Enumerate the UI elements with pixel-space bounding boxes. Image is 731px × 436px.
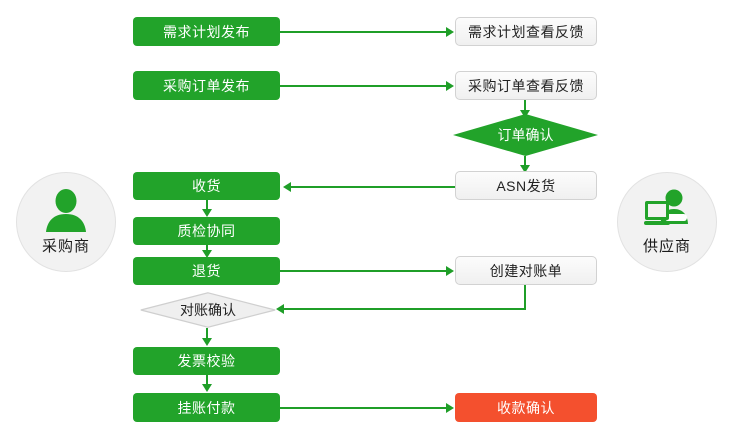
node-label: 需求计划查看反馈 [468,23,584,40]
node-invoice-verify[interactable]: 发票校验 [133,347,280,375]
node-po-feedback[interactable]: 采购订单查看反馈 [455,71,597,100]
actor-label: 采购商 [41,238,90,255]
node-label: 收货 [192,178,221,194]
edge-statement-to-confirm-arrow [276,304,284,314]
edge-demand-plan [280,31,446,33]
edge-return-to-statement-arrow [446,266,454,276]
edge-statement-elbow-h [284,308,526,310]
diamond-shape-icon [140,292,276,328]
edge-po-to-confirm-arrow [520,110,530,118]
node-create-statement[interactable]: 创建对账单 [455,256,597,285]
edge-asn-to-receipt-arrow [283,182,291,192]
edge-quality-to-return-arrow [202,250,212,258]
node-label: 发票校验 [177,353,236,369]
edge-payment-to-receipt [280,407,446,409]
edge-receipt-to-quality [206,200,208,212]
node-label: 收款确认 [497,399,555,416]
person-at-computer-icon [644,189,688,225]
node-quality-collab[interactable]: 质检协同 [133,217,280,245]
node-goods-receipt[interactable]: 收货 [133,172,280,200]
edge-payment-to-receipt-arrow [446,403,454,413]
edge-confirm-to-invoice-arrow [202,338,212,346]
node-label: 对账确认 [180,302,236,318]
edge-quality-to-return [206,245,208,254]
edge-receipt-to-quality-arrow [202,209,212,217]
node-label: 挂账付款 [177,399,236,416]
edge-return-to-statement [280,270,446,272]
edge-demand-plan-arrow [446,27,454,37]
node-asn-shipment[interactable]: ASN发货 [455,171,597,200]
actor-supplier[interactable]: 供应商 [617,172,717,272]
node-return-goods[interactable]: 退货 [133,257,280,285]
edge-invoice-to-payment [206,375,208,387]
edge-confirm-to-asn-arrow [520,165,530,173]
node-label: 订单确认 [497,127,554,143]
edge-confirm-to-asn [524,156,526,170]
node-label: ASN发货 [496,177,556,194]
node-label: 质检协同 [177,223,236,239]
actor-label: 供应商 [642,238,691,255]
edge-po-publish [280,85,446,87]
edge-invoice-to-payment-arrow [202,384,212,392]
node-label: 采购订单发布 [163,77,250,94]
edge-confirm-to-invoice [206,328,208,342]
node-demand-plan-publish[interactable]: 需求计划发布 [133,17,280,46]
edge-po-publish-arrow [446,81,454,91]
node-payment-posting[interactable]: 挂账付款 [133,393,280,422]
node-label: 采购订单查看反馈 [468,77,584,94]
node-statement-confirm[interactable]: 对账确认 [140,292,276,328]
actor-buyer[interactable]: 采购商 [16,172,116,272]
node-label: 创建对账单 [489,262,563,279]
edge-asn-to-receipt [291,186,455,188]
node-order-confirm[interactable]: 订单确认 [453,114,598,156]
node-label: 退货 [192,263,221,279]
node-demand-plan-feedback[interactable]: 需求计划查看反馈 [455,17,597,46]
node-po-publish[interactable]: 采购订单发布 [133,71,280,100]
node-receipt-confirm[interactable]: 收款确认 [455,393,597,422]
node-label: 需求计划发布 [163,23,250,40]
edge-po-to-confirm [524,100,526,114]
edge-statement-elbow-v [524,285,526,310]
person-icon [46,189,86,232]
diamond-shape-icon [453,114,598,156]
